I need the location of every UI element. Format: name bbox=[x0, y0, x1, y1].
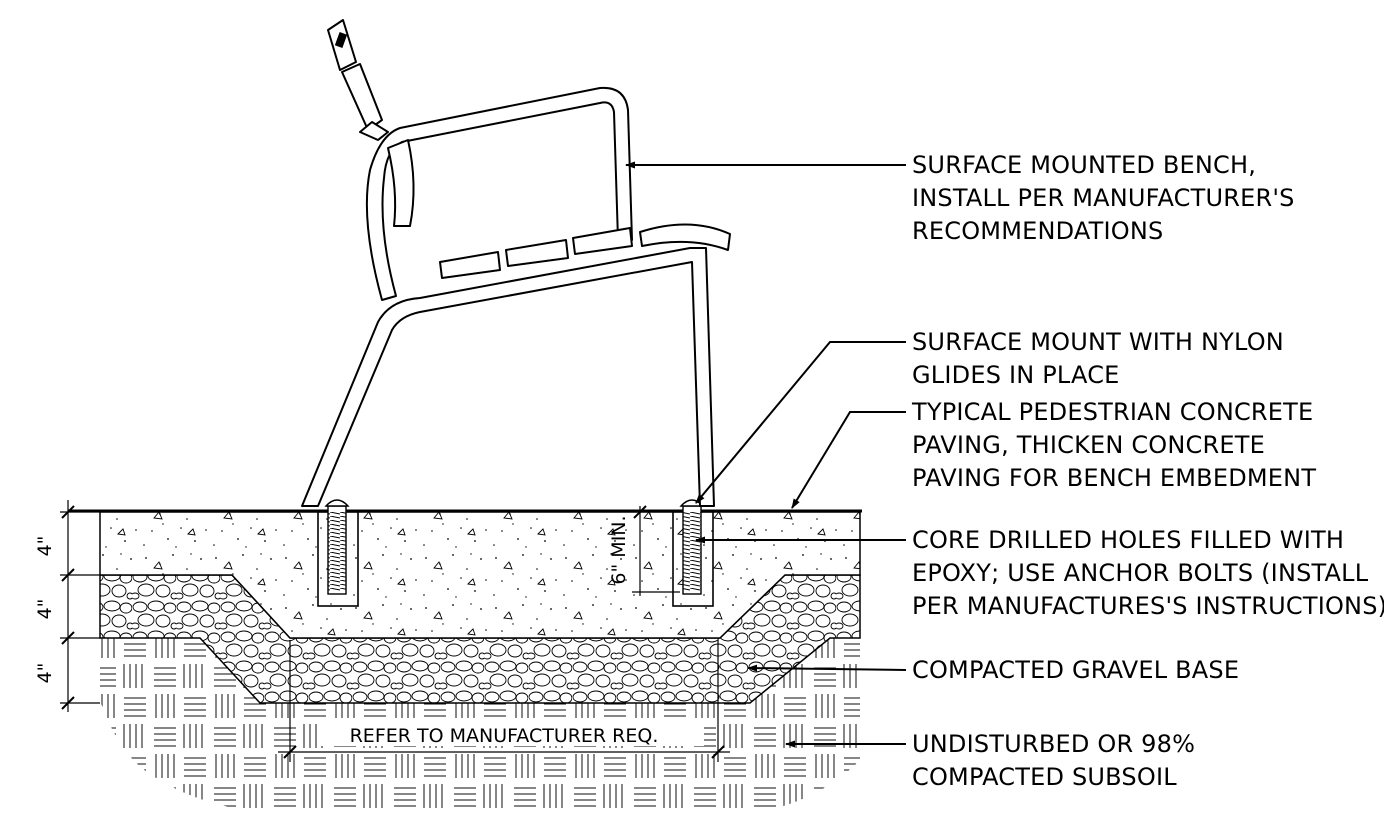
left-dimension-stack bbox=[60, 500, 100, 712]
surface-mounted-bench bbox=[301, 19, 731, 507]
dim-layer-mid: 4" bbox=[34, 599, 56, 620]
dim-layer-bottom: 4" bbox=[34, 663, 56, 684]
dim-layer-top: 4" bbox=[34, 536, 56, 557]
core-hole-left bbox=[317, 499, 359, 607]
dim-refer-manufacturer: REFER TO MANUFACTURER REQ. bbox=[350, 725, 659, 747]
callout-concrete-paving: TYPICAL PEDESTRIAN CONCRETE PAVING, THIC… bbox=[911, 398, 1321, 492]
callout-surface-mount: SURFACE MOUNT WITH NYLON GLIDES IN PLACE bbox=[912, 328, 1292, 389]
callout-bench: SURFACE MOUNTED BENCH, INSTALL PER MANUF… bbox=[912, 151, 1302, 245]
leader-lines bbox=[625, 161, 907, 748]
callout-subsoil: UNDISTURBED OR 98% COMPACTED SUBSOIL bbox=[912, 730, 1203, 791]
core-hole-right bbox=[672, 499, 714, 607]
concrete-paving-layer bbox=[68, 509, 862, 639]
refer-dimension bbox=[278, 640, 730, 762]
callout-core-drilled: CORE DRILLED HOLES FILLED WITH EPOXY; US… bbox=[912, 526, 1384, 620]
leader-mount bbox=[695, 341, 906, 504]
embed-min-dimension bbox=[632, 505, 680, 596]
leader-gravel bbox=[747, 664, 907, 672]
callout-gravel-base: COMPACTED GRAVEL BASE bbox=[912, 656, 1239, 684]
dim-embed-min: 6" MIN. bbox=[608, 515, 630, 584]
leader-paving bbox=[791, 411, 906, 509]
